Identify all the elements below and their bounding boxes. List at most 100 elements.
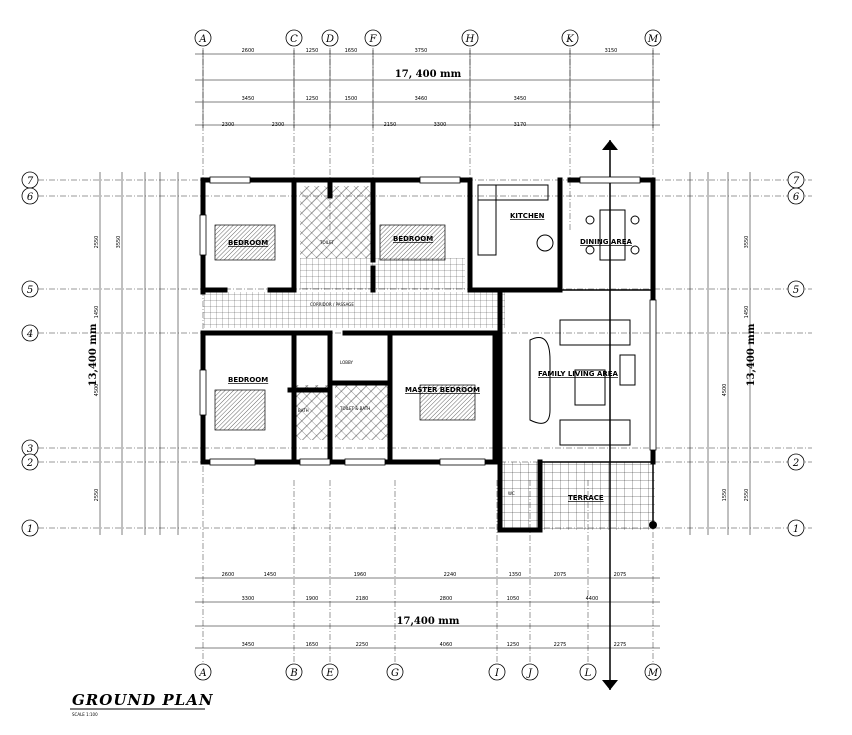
dim-top-r2-5: 1500 [345,96,358,102]
grid-bottom-E: E [325,668,334,679]
dim-bottom-2: 1450 [264,572,277,578]
dim-bottom-r3-2: 1650 [306,642,319,648]
overall-depth-left: 13,400 mm [88,323,99,386]
dim-bottom-r3-1: 3450 [242,642,255,648]
dim-left-4: 3550 [116,236,122,249]
dim-right-4: 1550 [722,489,728,502]
dim-top-4: 3750 [415,48,428,54]
dim-bottom-3: 1960 [354,572,367,578]
grid-top-F: F [369,34,378,45]
dining-furniture [585,209,640,261]
grid-top-C: C [290,34,298,45]
dim-left-1: 2550 [94,236,100,249]
dim-top-r3-4: 3300 [434,122,447,128]
overall-width-top: 17, 400 mm [395,69,462,80]
dim-right-3: 4500 [722,384,728,397]
room-corridor: CORRIDOR / PASSAGE [310,302,354,307]
grid-row-1: 1 [27,524,33,535]
bottom-grid-bubbles [194,663,662,681]
dim-left-5: 2550 [94,489,100,502]
dim-top-r2-3: 1250 [306,96,319,102]
grid-row-3: 3 [27,444,33,455]
dim-top-r2-1: 3450 [242,96,255,102]
dim-right-2: 1450 [744,306,750,319]
column-dot [649,521,657,529]
dim-bottom-r3-4: 4060 [440,642,453,648]
dim-bottom-r2-6: 4400 [586,596,599,602]
grid-row-6: 6 [27,192,34,203]
grid-top-A: A [198,34,206,45]
room-bedroom-3: BEDROOM [228,376,268,384]
grid-lines [38,48,812,662]
dim-bottom-r2-5: 1050 [507,596,520,602]
dim-top-2: 1250 [306,48,319,54]
bottom-dimensions [195,577,660,649]
dim-left-3: 1450 [94,306,100,319]
dim-bottom-r3-5: 1250 [507,642,520,648]
grid-row-4: 4 [26,329,33,340]
left-dimensions [99,172,751,535]
grid-top-D: D [325,34,334,45]
overall-depth-right: 13,400 mm [746,323,757,386]
grid-bottom-G: G [391,668,399,679]
room-dining: DINING AREA [580,238,633,246]
kitchen-counter [477,184,554,256]
dim-bottom-5: 1350 [509,572,522,578]
dim-top-r2-7: 3460 [415,96,428,102]
grid-bottom-B: B [289,668,297,679]
dim-left-2: 4500 [94,384,100,397]
windows [199,176,657,466]
dim-bottom-r3-7: 2275 [614,642,627,648]
dim-top-r3-5: 3170 [514,122,527,128]
top-grid-bubbles [194,29,662,47]
room-toilet-bath: TOILET & BATH [339,406,370,411]
dim-top-r2-9: 3450 [514,96,527,102]
grid-row-2: 2 [26,458,33,469]
grid-row-6-right: 6 [793,192,800,203]
top-dimensions [195,50,660,128]
living-furniture [529,319,636,446]
grid-row-2-right: 2 [792,458,799,469]
dim-top-r3-3: 2150 [384,122,397,128]
row-grid-bubbles [21,171,805,537]
dim-bottom-6: 2075 [554,572,567,578]
grid-row-1-right: 1 [793,524,799,535]
room-kitchen: KITCHEN [510,212,545,220]
grid-row-7-right: 7 [793,176,800,187]
dim-right-5: 2550 [744,489,750,502]
dim-bottom-r2-1: 3300 [242,596,255,602]
dim-bottom-1: 2600 [222,572,235,578]
dim-bottom-r2-3: 2180 [356,596,369,602]
top-dim-labels: 2600 1250 1650 3750 3150 3450 1250 1500 … [222,48,618,128]
grid-bottom-J: J [526,668,533,679]
grid-bottom-A: A [198,668,206,679]
grid-top-M: M [647,34,659,45]
room-bedroom-1: BEDROOM [228,239,268,247]
scale-note: SCALE 1:100 [72,712,98,717]
grid-bottom-M: M [647,668,659,679]
grid-row-5-right: 5 [793,285,799,296]
room-bedroom-2: BEDROOM [393,235,433,243]
room-family-living: FAMILY LIVING AREA [538,370,619,378]
grid-top-K: K [565,34,574,45]
room-terrace: TERRACE [568,494,604,502]
floor-patterns [203,186,655,530]
dim-top-r3-1: 2300 [222,122,235,128]
dim-top-r3-2: 2300 [272,122,285,128]
dim-right-1: 3550 [744,236,750,249]
room-wc: WC [508,491,515,496]
dim-bottom-r3-6: 2275 [554,642,567,648]
grid-row-5: 5 [27,285,33,296]
dim-top-5: 3150 [605,48,618,54]
beds [214,224,476,431]
room-bath: BATH [298,408,309,413]
dim-bottom-r3-3: 2250 [356,642,369,648]
dim-bottom-7: 2075 [614,572,627,578]
dim-top-1: 2600 [242,48,255,54]
room-toilet: TOILET [319,240,335,245]
drawing-title: GROUND PLAN [72,691,214,709]
grid-bottom-I: I [494,668,500,679]
dim-bottom-r2-4: 2800 [440,596,453,602]
section-marker-icon [602,140,618,690]
